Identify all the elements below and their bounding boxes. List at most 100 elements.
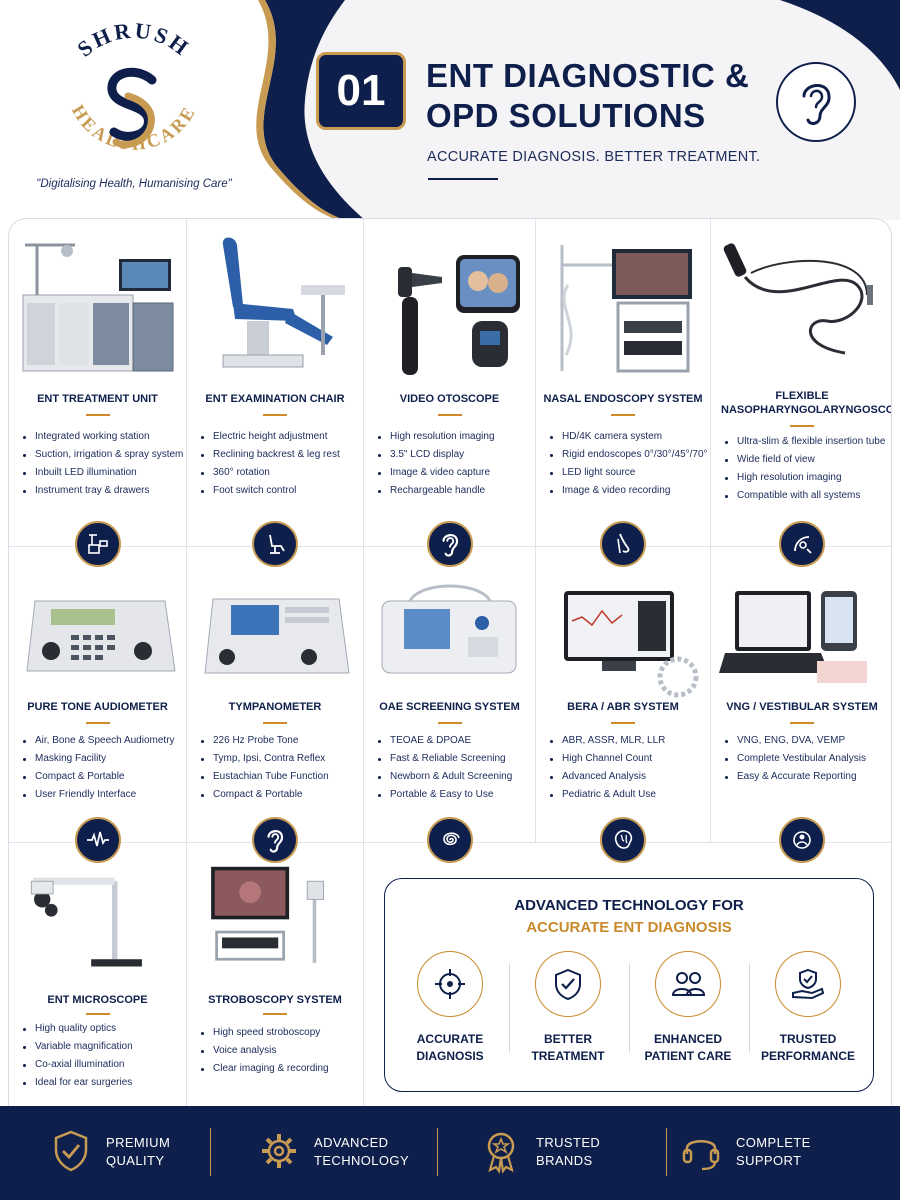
oae-screening-system-image (381, 584, 517, 674)
advantage-label-line2: DIAGNOSIS (416, 1049, 484, 1063)
advantage-label-line1: TRUSTED (779, 1032, 837, 1046)
product-card-flexible-nasopharyngolaryngoscope[interactable]: FLEXIBLE NASOPHARYNGOLARYNGOSCOPE Ultra-… (711, 219, 892, 567)
divider (666, 1128, 667, 1176)
list-item: HD/4K camera system (550, 428, 704, 446)
shield-check-icon (535, 951, 601, 1017)
list-item: Integrated working station (23, 428, 180, 446)
advantage-label-line2: PERFORMANCE (760, 1049, 855, 1063)
flexible-nasopharyngolaryngoscope-image (723, 243, 873, 355)
product-name: BERA / ABR SYSTEM (567, 701, 679, 713)
list-item: Ideal for ear surgeries (23, 1074, 180, 1092)
product-card-tympanometer[interactable]: TYMPANOMETER 226 Hz Probe Tone Tymp, Ips… (187, 547, 364, 863)
advantages-title-line2: ACCURATE ENT DIAGNOSIS (526, 919, 732, 936)
list-item: High speed stroboscopy (201, 1024, 357, 1042)
list-item: Rigid endoscopes 0°/30°/45°/70° (550, 446, 708, 464)
footer-label-line1: TRUSTED (536, 1135, 601, 1150)
page-title-line1: ENT DIAGNOSTIC & (426, 57, 750, 94)
list-item: LED light source (550, 464, 704, 482)
gear-icon (262, 1134, 296, 1168)
advantages-title-line1: ADVANCED TECHNOLOGY FOR (514, 897, 744, 914)
advantages-panel: ADVANCED TECHNOLOGY FOR ACCURATE ENT DIA… (384, 878, 874, 1092)
product-card-video-otoscope[interactable]: VIDEO OTOSCOPE High resolution imaging 3… (364, 219, 536, 567)
ent-microscope-image (30, 877, 142, 967)
list-item: Instrument tray & drawers (23, 482, 180, 500)
throat-icon (779, 521, 825, 567)
page-subtitle: ACCURATE DIAGNOSIS. BETTER TREATMENT. (427, 149, 761, 165)
list-item: Foot switch control (201, 482, 357, 500)
product-card-nasal-endoscopy-system[interactable]: NASAL ENDOSCOPY SYSTEM HD/4K camera syst… (536, 219, 711, 567)
title-accent-line (263, 414, 287, 416)
list-item: Wide field of view (725, 451, 887, 469)
list-item: Compact & Portable (23, 768, 180, 786)
advantage-accurate-diagnosis: ACCURATE DIAGNOSIS (391, 951, 509, 1081)
footer-label: TRUSTED BRANDS (536, 1134, 600, 1170)
list-item: Portable & Easy to Use (378, 786, 529, 804)
product-card-stroboscopy-system[interactable]: STROBOSCOPY SYSTEM High speed stroboscop… (187, 843, 364, 1107)
shrush-logo-mark: SHRUSH HEALTHCARE (68, 18, 197, 154)
product-card-pure-tone-audiometer[interactable]: PURE TONE AUDIOMETER Air, Bone & Speech … (9, 547, 187, 863)
waveform-icon (74, 817, 121, 863)
product-name: FLEXIBLE NASOPHARYNGOLARYNGOSCOPE (721, 390, 892, 416)
brand-tagline: "Digitalising Health, Humanising Care" (36, 178, 232, 190)
product-name: NASAL ENDOSCOPY SYSTEM (543, 393, 703, 405)
divider (210, 1128, 211, 1176)
product-name: ENT MICROSCOPE (47, 994, 148, 1006)
product-card-bera-abr-system[interactable]: BERA / ABR SYSTEM ABR, ASSR, MLR, LLR Hi… (536, 547, 711, 863)
list-item: VNG, ENG, DVA, VEMP (725, 732, 887, 750)
pure-tone-audiometer-image (26, 600, 176, 672)
shield-check-icon (54, 1130, 88, 1172)
title-accent-line (85, 414, 110, 416)
list-item: High resolution imaging (725, 469, 887, 487)
list-item: 226 Hz Probe Tone (201, 732, 357, 750)
title-accent-line (611, 722, 635, 724)
treatment-unit-icon (74, 521, 121, 567)
people-icon (655, 951, 721, 1017)
list-item: Air, Bone & Speech Audiometry (23, 732, 180, 750)
footer-item-trusted-brands: TRUSTED BRANDS (430, 1106, 655, 1200)
list-item: 360° rotation (201, 464, 357, 482)
title-accent-line (263, 722, 287, 724)
divider (437, 1128, 438, 1176)
product-name: TYMPANOMETER (228, 701, 322, 713)
product-card-ent-microscope[interactable]: ENT MICROSCOPE High quality optics Varia… (9, 843, 187, 1107)
product-card-ent-treatment-unit[interactable]: ENT TREATMENT UNIT Integrated working st… (9, 219, 187, 567)
vestibular-icon (779, 817, 825, 863)
product-name: STROBOSCOPY SYSTEM (208, 994, 342, 1006)
logo-text-top: SHRUSH (72, 18, 192, 62)
nose-icon (600, 521, 646, 567)
list-item: Fast & Reliable Screening (378, 750, 529, 768)
list-item: Clear imaging & recording (201, 1060, 357, 1078)
target-icon (417, 951, 483, 1017)
ear-icon (776, 62, 856, 142)
product-card-oae-screening-system[interactable]: OAE SCREENING SYSTEM TEOAE & DPOAE Fast … (364, 547, 536, 863)
list-item: Image & video recording (550, 482, 704, 500)
advantage-label-line1: ACCURATE (416, 1032, 484, 1046)
advantage-label-line2: PATIENT CARE (644, 1049, 732, 1063)
advantage-label-line1: ENHANCED (653, 1032, 722, 1046)
brain-icon (600, 817, 646, 863)
footer-label-line2: BRANDS (536, 1153, 593, 1168)
list-item: Tymp, Ipsi, Contra Reflex (201, 750, 357, 768)
ear-icon (252, 817, 298, 863)
svg-text:SHRUSH: SHRUSH (72, 18, 195, 62)
list-item: Compact & Portable (201, 786, 357, 804)
list-item: 3.5" LCD display (378, 446, 529, 464)
product-card-ent-examination-chair[interactable]: ENT EXAMINATION CHAIR Electric height ad… (187, 219, 364, 567)
product-card-vng-vestibular-system[interactable]: VNG / VESTIBULAR SYSTEM VNG, ENG, DVA, V… (711, 547, 891, 863)
product-name: ENT EXAMINATION CHAIR (205, 393, 345, 405)
footer-label-line1: ADVANCED (314, 1135, 389, 1150)
tympanometer-image (204, 598, 350, 674)
title-accent-line (85, 1013, 110, 1015)
header-wave-decoration (0, 0, 900, 220)
list-item: TEOAE & DPOAE (378, 732, 529, 750)
footer-label-line1: COMPLETE (736, 1135, 811, 1150)
section-number: 01 (316, 52, 406, 130)
advantage-trusted-performance: TRUSTED PERFORMANCE (749, 951, 867, 1081)
list-item: ABR, ASSR, MLR, LLR (550, 732, 704, 750)
page-title-line2: OPD SOLUTIONS (426, 97, 706, 134)
feature-list: High speed stroboscopy Voice analysis Cl… (201, 1024, 357, 1078)
